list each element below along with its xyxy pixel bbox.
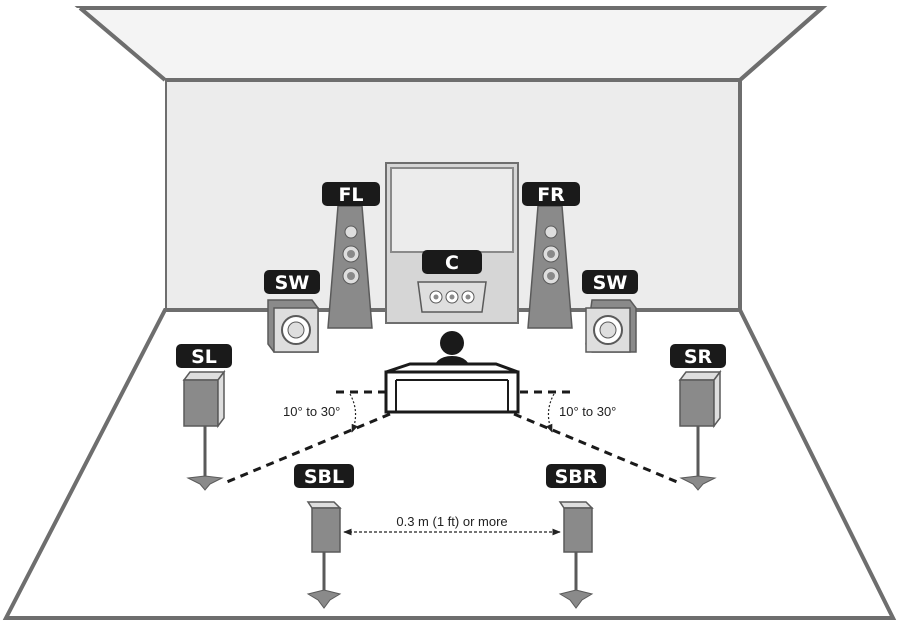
svg-text:SL: SL	[191, 346, 217, 368]
center-speaker	[417, 281, 487, 313]
label-c: C	[422, 250, 482, 274]
label-sw-right: SW	[582, 270, 638, 294]
label-fr: FR	[522, 182, 580, 206]
surround-right-speaker	[678, 369, 722, 476]
left-wall	[6, 8, 165, 618]
angle-note-right: 10° to 30°	[559, 404, 616, 419]
angle-guide-right	[513, 390, 683, 486]
svg-text:SW: SW	[593, 272, 628, 294]
surround-back-right-speaker	[558, 501, 594, 592]
surround-left-speaker	[182, 369, 226, 476]
svg-text:FR: FR	[537, 184, 565, 206]
angle-guide-left	[221, 390, 391, 486]
stand-base-icon	[558, 589, 594, 609]
stand-base-icon	[306, 589, 342, 609]
svg-text:SBR: SBR	[555, 466, 598, 488]
svg-text:C: C	[445, 252, 459, 274]
label-sw-left: SW	[264, 270, 320, 294]
room	[2, 6, 897, 620]
subwoofer-left	[267, 299, 319, 353]
stand-base-icon	[679, 475, 717, 491]
svg-text:SW: SW	[275, 272, 310, 294]
svg-text:FL: FL	[338, 184, 363, 206]
angle-note-left: 10° to 30°	[283, 404, 340, 419]
distance-note: 0.3 m (1 ft) or more	[396, 514, 507, 529]
label-fl: FL	[322, 182, 380, 206]
label-sl: SL	[176, 344, 232, 368]
stand-base-icon	[186, 475, 224, 491]
label-sbr: SBR	[546, 464, 606, 488]
front-right-speaker	[527, 205, 573, 329]
sofa	[384, 362, 520, 414]
label-sr: SR	[670, 344, 726, 368]
subwoofer-right	[585, 299, 637, 353]
label-sbl: SBL	[294, 464, 354, 488]
ceiling	[74, 6, 828, 82]
svg-text:SBL: SBL	[304, 466, 344, 488]
svg-text:SR: SR	[684, 346, 713, 368]
surround-back-left-speaker	[306, 501, 342, 592]
